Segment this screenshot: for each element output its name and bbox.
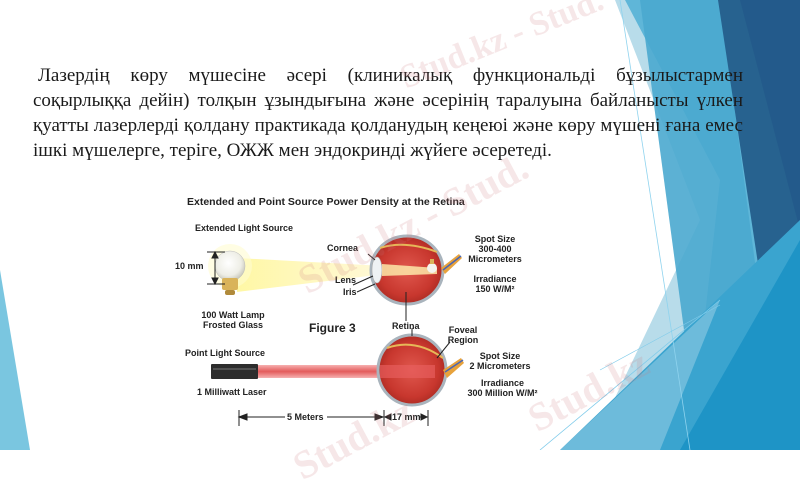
iris-label: Iris [343,287,357,297]
left-accent-shape [0,270,30,450]
thin-line-2 [539,299,721,450]
extended-source-heading: Extended Light Source [195,223,294,233]
bottom-facet-pale [560,300,720,450]
lamp-bulb-icon [208,244,385,295]
spot-size-point: Spot Size 2 Micrometers [469,351,531,371]
figure-title: Extended and Point Source Power Density … [187,196,465,208]
irradiance-extended: Irradiance 150 W/M² [473,274,517,294]
point-source-heading: Point Light Source [185,348,265,358]
retina-label: Retina [392,321,420,331]
size-label: 10 mm [175,261,204,271]
eye-leader-lines-top [352,253,407,321]
figure-illustration [207,234,464,426]
foveal-region-label: Foveal Region [447,325,479,345]
laser-label: 1 Milliwatt Laser [197,387,267,397]
distance-label: 5 Meters [287,412,324,422]
size-dimension-marker [207,250,225,286]
bottom-facet-bright [680,240,800,450]
lens-label: Lens [335,275,357,285]
thin-line-3 [599,304,721,371]
slide-body-text: Лазердің көру мүшесіне әсері (клиникалық… [33,63,743,163]
eye-leader-lines-bottom [411,328,451,359]
eye-diagram-bottom [376,333,464,407]
retina-power-density-figure: Extended and Point Source Power Density … [175,188,550,450]
lamp-label: 100 Watt Lamp Frosted Glass [201,310,265,330]
thin-line-1 [619,0,691,450]
slide-background-facets [0,0,800,450]
eye-length-label: 17 mm [392,412,421,422]
eye-diagram-top [369,234,462,306]
dark-facet-2 [740,0,800,230]
paragraph: Лазердің көру мүшесіне әсері (клиникалық… [33,65,743,161]
cornea-label: Cornea [327,243,359,253]
distance-dimension-markers [237,410,429,426]
figure-caption: Figure 3 [309,321,356,335]
irradiance-point: Irradiance 300 Million W/M² [467,378,538,398]
spot-size-extended: Spot Size 300-400 Micrometers [468,234,522,264]
